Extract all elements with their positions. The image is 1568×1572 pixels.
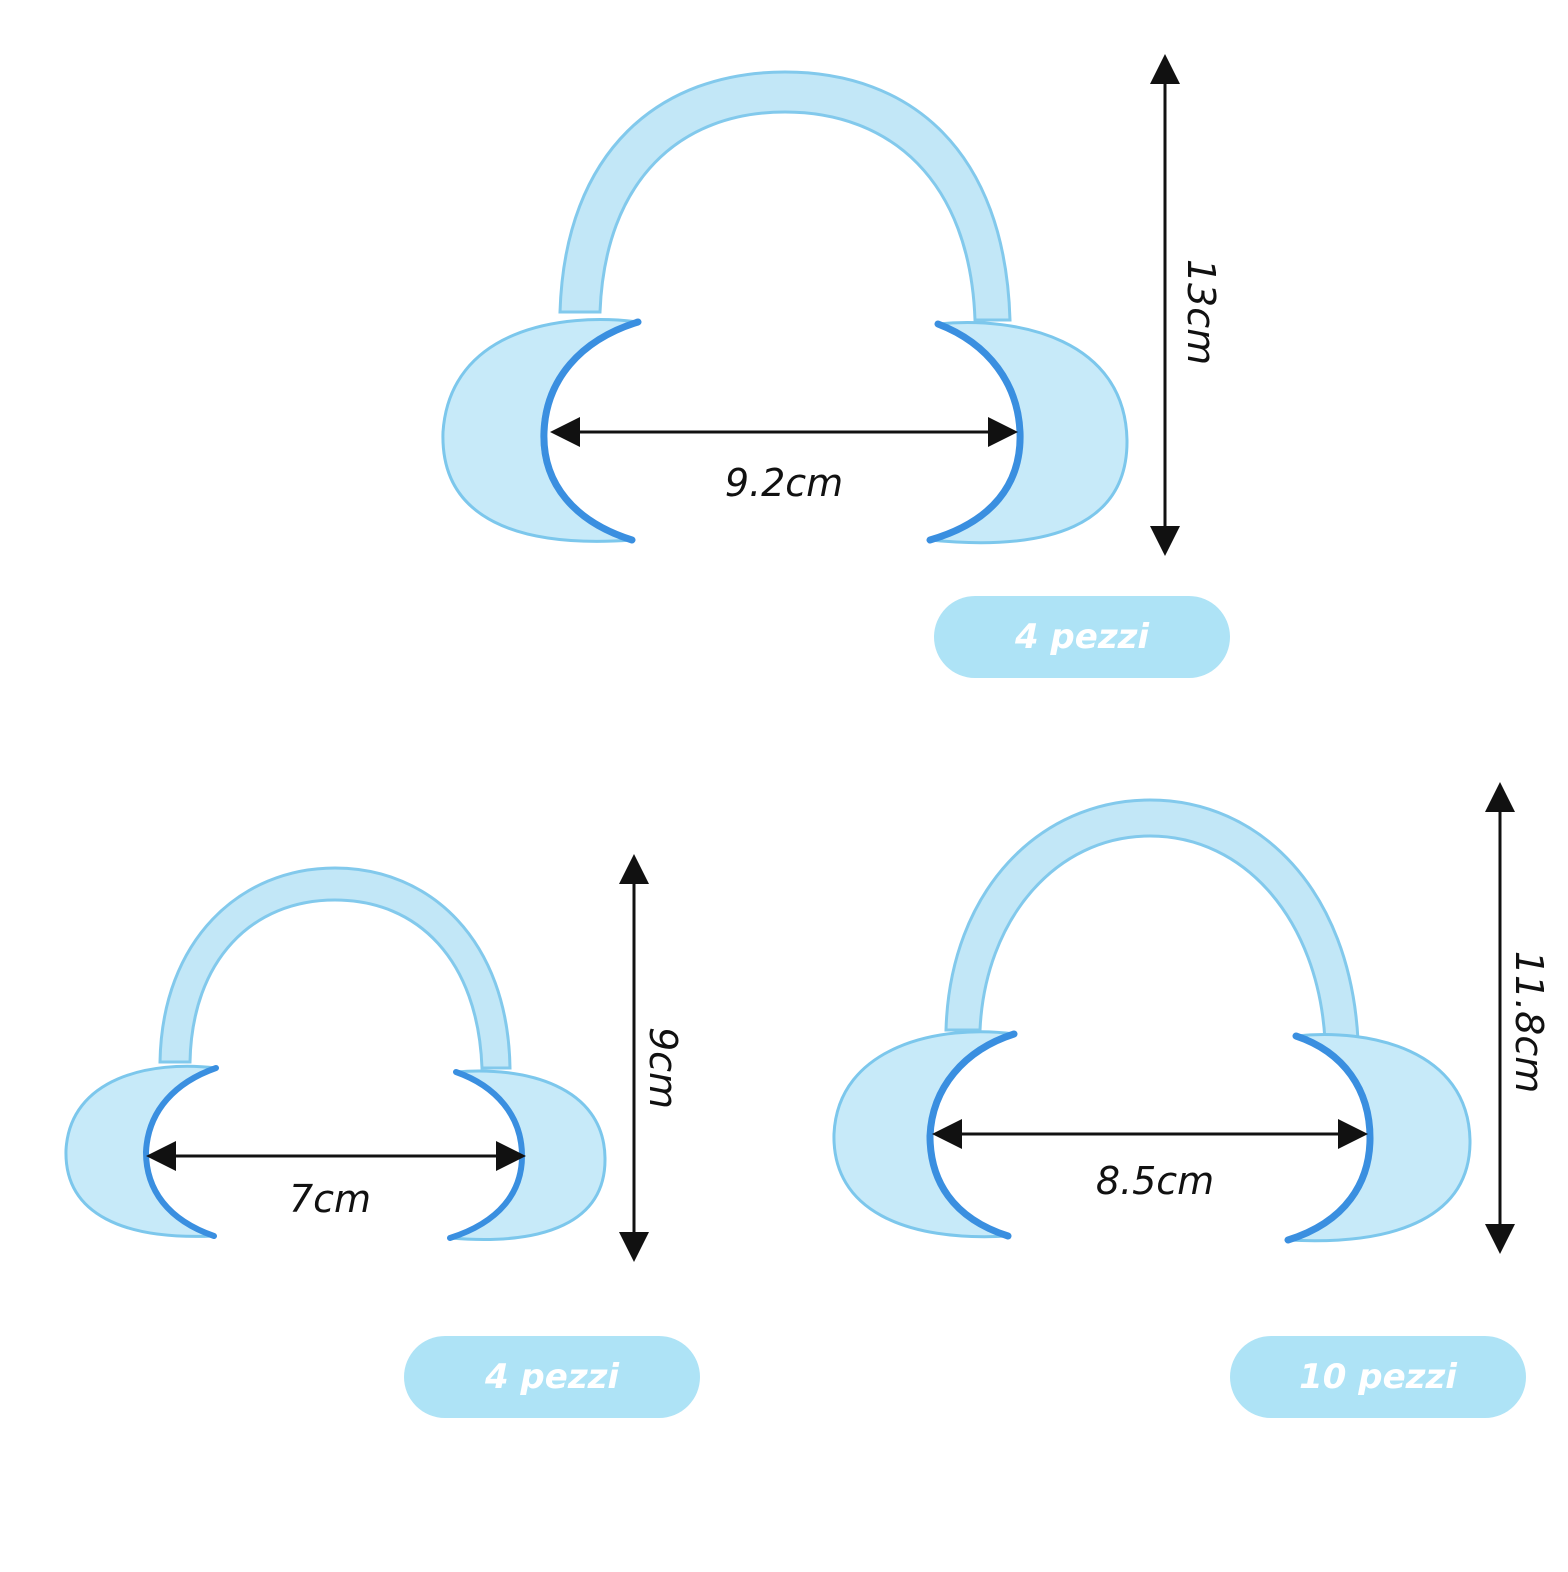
retractor-arch [158, 866, 512, 1070]
quantity-label: 4 pezzi [484, 1357, 620, 1397]
height-label-large: 13cm [1179, 259, 1223, 365]
retractor-lip-right [926, 320, 1024, 544]
retractor-lip-left [540, 318, 642, 544]
retractor-arch [558, 70, 1012, 322]
retractor-cheek-left [64, 1064, 217, 1238]
width-label-medium: 8.5cm [1096, 1159, 1214, 1203]
retractor-large [441, 70, 1129, 545]
width-label-large: 9.2cm [725, 461, 843, 505]
retractor-cheek-right [1287, 1032, 1472, 1243]
retractor-lip-right [1284, 1032, 1374, 1244]
retractor-medium [832, 798, 1472, 1244]
quantity-badge-small: 4 pezzi [404, 1336, 700, 1418]
quantity-badge-medium: 10 pezzi [1230, 1336, 1526, 1418]
width-label-small: 7cm [289, 1177, 371, 1221]
retractor-cheek-left [441, 318, 639, 543]
height-label-medium: 11.8cm [1507, 951, 1551, 1094]
height-label-small: 9cm [641, 1027, 685, 1109]
quantity-badge-large: 4 pezzi [934, 596, 1230, 678]
retractor-arch [944, 798, 1360, 1042]
quantity-label: 4 pezzi [1014, 617, 1150, 657]
quantity-label: 10 pezzi [1299, 1357, 1457, 1397]
retractor-lip-left [926, 1030, 1018, 1240]
